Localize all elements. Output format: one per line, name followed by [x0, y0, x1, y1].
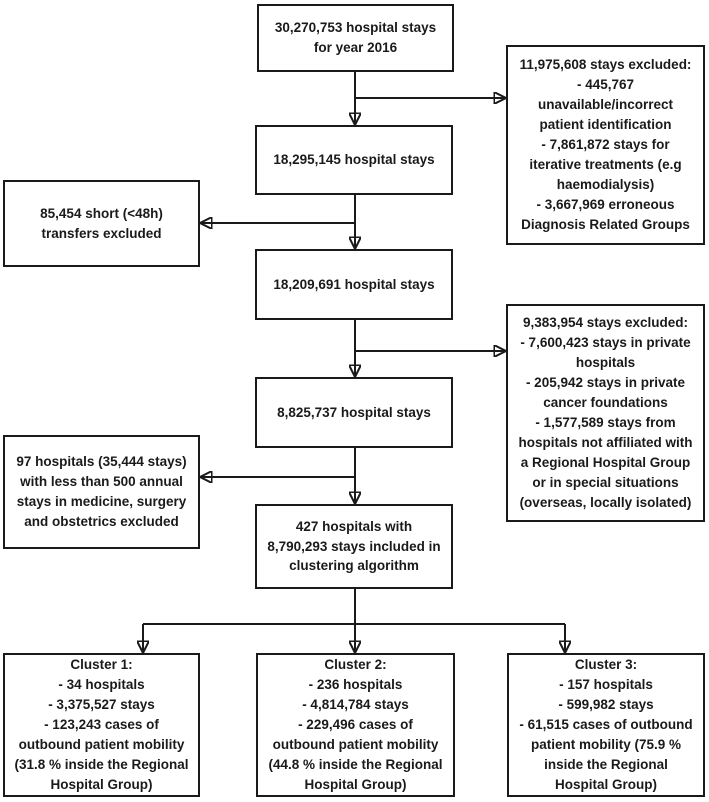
box-stays-after-transfers: 18,209,691 hospital stays [255, 249, 453, 320]
box-excluded-identification: 11,975,608 stays excluded: - 445,767 una… [506, 45, 705, 245]
box-small-hospitals-excluded: 97 hospitals (35,444 stays) with less th… [3, 435, 200, 549]
box-stays-after-private: 8,825,737 hospital stays [255, 377, 453, 448]
box-total-stays-2016: 30,270,753 hospital stays for year 2016 [257, 4, 454, 72]
box-cluster-3: Cluster 3: - 157 hospitals - 599,982 sta… [507, 653, 705, 797]
box-stays-after-identification: 18,295,145 hospital stays [255, 125, 453, 195]
box-cluster-2: Cluster 2: - 236 hospitals - 4,814,784 s… [256, 653, 455, 797]
box-clustering-included: 427 hospitals with 8,790,293 stays inclu… [255, 504, 453, 589]
box-short-transfers-excluded: 85,454 short (<48h) transfers excluded [3, 180, 200, 267]
box-cluster-1: Cluster 1: - 34 hospitals - 3,375,527 st… [3, 653, 200, 797]
box-excluded-private: 9,383,954 stays excluded: - 7,600,423 st… [506, 304, 705, 522]
